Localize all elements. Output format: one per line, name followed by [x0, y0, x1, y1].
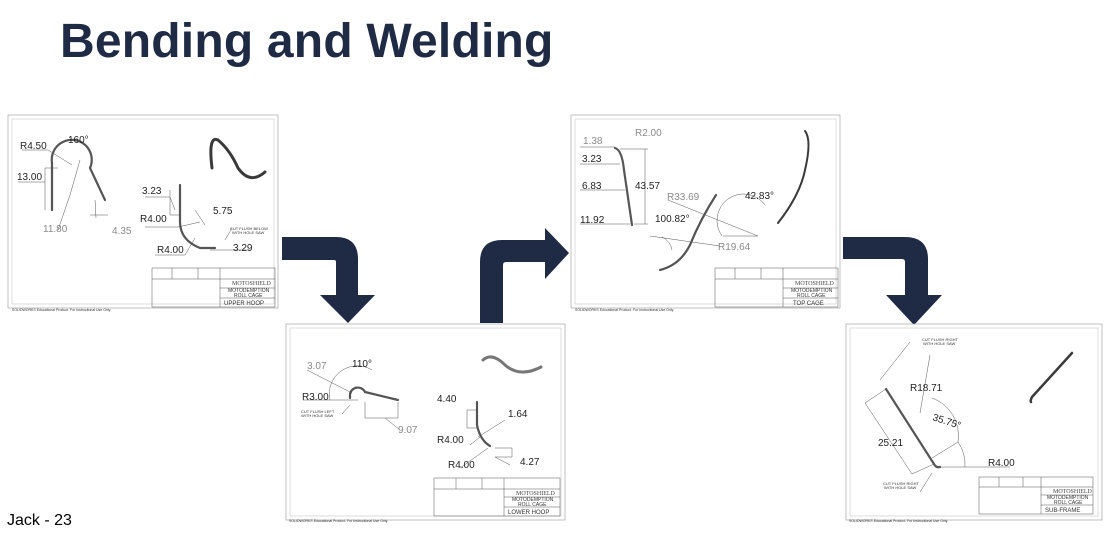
note: WITH HOLE SAW — [923, 341, 956, 346]
flow-arrow-3 — [843, 237, 942, 325]
dim-label: 4.35 — [112, 226, 132, 237]
dim-label: 42.83° — [745, 191, 774, 202]
dim-label: 3.07 — [307, 361, 327, 372]
dim-label: 3.23 — [582, 154, 602, 165]
project-name: ROLL CAGE — [1054, 500, 1083, 506]
note: CUT FLUSH BELOW — [230, 226, 268, 231]
note: WITH HOLE SAW — [884, 485, 917, 490]
slide-title: Bending and Welding — [60, 15, 554, 68]
dim-label: 4.27 — [520, 457, 540, 468]
slide-footer: Jack - 23 — [7, 512, 72, 529]
dim-label: 11.80 — [43, 224, 68, 235]
project-name: ROLL CAGE — [234, 293, 263, 299]
dim-label: 6.83 — [582, 181, 602, 192]
title-block: MOTOSHIELD MOTODEMPTION ROLL CAGE TOP CA… — [714, 267, 839, 308]
company-name: MOTOSHIELD — [516, 491, 556, 497]
dim-label: R4.00 — [437, 435, 464, 446]
note: CUT FLUSH LEFT — [301, 409, 335, 414]
dim-label: 3.29 — [233, 243, 253, 254]
flow-arrow-1 — [282, 237, 375, 323]
dim-label: R2.00 — [635, 128, 662, 139]
watermark: SOLIDWORKS Educational Product. For Inst… — [575, 308, 674, 312]
part-name: LOWER HOOP — [508, 510, 549, 516]
dim-label: 100.82° — [655, 214, 690, 225]
company-name: MOTOSHIELD — [1053, 489, 1093, 495]
dim-label: 9.07 — [398, 425, 418, 436]
drawing-upper-hoop: R4.50 160° 13.00 11.80 4.35 3.23 R4.00 5… — [7, 114, 279, 312]
dim-label: R3.00 — [302, 392, 329, 403]
dim-label: R4.50 — [20, 141, 47, 152]
company-name: MOTOSHIELD — [232, 281, 272, 287]
dim-label: 160° — [68, 135, 89, 146]
dim-label: 4.40 — [437, 394, 457, 405]
flow-arrow-2 — [480, 228, 569, 323]
project-name: ROLL CAGE — [797, 293, 826, 299]
project-name: MOTODEMPTION — [512, 497, 554, 503]
drawing-lower-hoop: 3.07 110° R3.00 9.07 4.40 1.64 R4.00 R4.… — [285, 323, 566, 523]
title-block: MOTOSHIELD MOTODEMPTION ROLL CAGE UPPER … — [151, 267, 276, 308]
dim-label: R33.69 — [667, 192, 700, 203]
watermark: SOLIDWORKS Educational Product. For Inst… — [12, 308, 111, 312]
dim-label: 110° — [352, 359, 372, 370]
dim-label: 3.23 — [142, 186, 162, 197]
project-name: ROLL CAGE — [518, 502, 547, 508]
note: CUT FLUSH RIGHT — [922, 337, 958, 342]
dim-label: R18.71 — [910, 383, 943, 394]
part-name: SUB-FRAME — [1045, 508, 1080, 514]
part-name: TOP CAGE — [793, 301, 824, 307]
dim-label: 1.38 — [583, 136, 603, 147]
dim-label: R4.00 — [988, 458, 1015, 469]
drawing-sub-frame: CUT FLUSH RIGHT WITH HOLE SAW R18.71 35.… — [845, 323, 1103, 523]
watermark: SOLIDWORKS Educational Product. For Inst… — [849, 519, 948, 523]
project-name: MOTODEMPTION — [791, 288, 833, 294]
dim-label: R4.00 — [448, 460, 475, 471]
dim-label: R4.00 — [157, 245, 184, 256]
note: CUT FLUSH RIGHT — [883, 481, 919, 486]
project-name: MOTODEMPTION — [1047, 495, 1089, 501]
dim-label: 11.92 — [580, 215, 605, 226]
dim-label: 1.64 — [508, 409, 528, 420]
company-name: MOTOSHIELD — [795, 281, 835, 287]
title-block: MOTOSHIELD MOTODEMPTION ROLL CAGE SUB-FR… — [978, 476, 1094, 515]
dim-label: 25.21 — [878, 438, 903, 449]
part-name: UPPER HOOP — [224, 301, 264, 307]
dim-label: R19.64 — [718, 242, 751, 253]
note: WITH HOLE SAW — [301, 413, 334, 418]
project-name: MOTODEMPTION — [228, 288, 270, 294]
title-block: MOTOSHIELD MOTODEMPTION ROLL CAGE LOWER … — [433, 477, 561, 517]
dim-label: 5.75 — [213, 206, 233, 217]
dim-label: 43.57 — [635, 181, 660, 192]
drawing-top-cage: 1.38 R2.00 3.23 6.83 43.57 11.92 R33.69 … — [570, 114, 841, 312]
dim-label: 13.00 — [17, 172, 42, 183]
note: WITH HOLE SAW — [232, 230, 265, 235]
watermark: SOLIDWORKS Educational Product. For Inst… — [289, 519, 388, 523]
dim-label: R4.00 — [140, 214, 167, 225]
